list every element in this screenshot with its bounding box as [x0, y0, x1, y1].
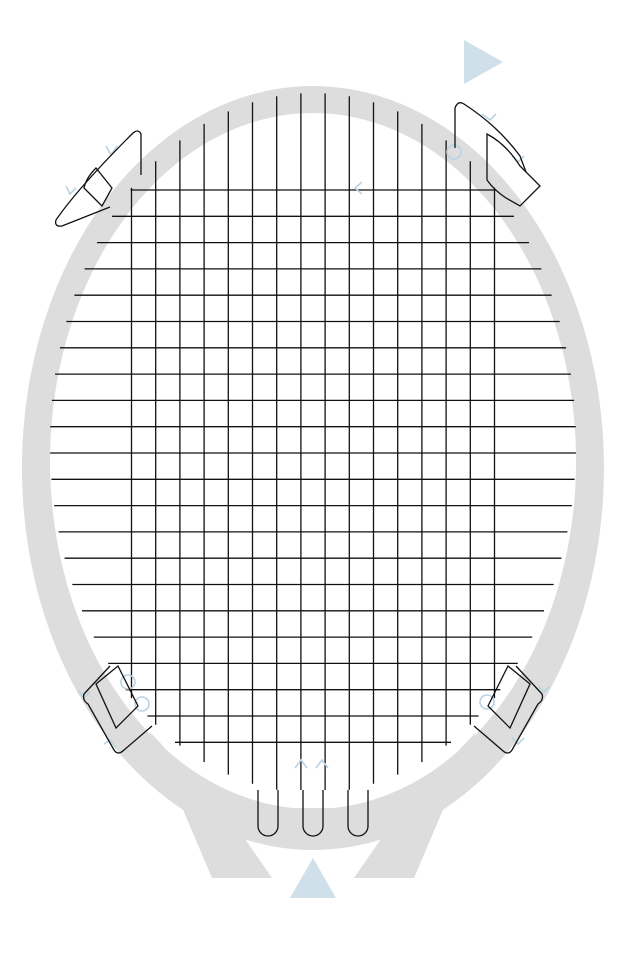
markers [65, 40, 551, 898]
direction-chevron-icon [65, 185, 77, 196]
head-frame [21, 86, 604, 850]
throat-loop [302, 790, 324, 837]
tie-off-knot-icon [479, 694, 495, 710]
direction-chevron-icon [103, 738, 117, 749]
tie-off-knot-icon [120, 674, 136, 690]
racquet-frame [21, 86, 604, 878]
start-arrow-top-icon [464, 40, 503, 84]
corner-loops [54, 102, 544, 754]
loop-bottom-right-inner [487, 664, 531, 730]
direction-chevron-icon [315, 758, 329, 769]
direction-chevron-icon [511, 737, 525, 746]
loop-bottom-left-outer [82, 665, 153, 754]
string-bed [50, 93, 576, 837]
loop-top-right-outer [454, 102, 527, 173]
direction-chevron-icon [481, 113, 497, 122]
throat-bridge [232, 808, 394, 828]
loop-top-left-inner [83, 167, 113, 208]
throat-loop [347, 790, 369, 837]
loop-top-right-inner [486, 132, 541, 207]
tie-off-knot-icon [446, 144, 462, 160]
loop-bottom-left-inner [95, 664, 139, 730]
direction-chevron-icon [353, 181, 363, 195]
start-arrow-bottom-icon [290, 858, 336, 898]
tie-off-knot-icon [134, 696, 150, 712]
direction-chevron-icon [294, 758, 308, 769]
direction-chevron-icon [537, 685, 551, 694]
loop-bottom-right-outer [473, 665, 544, 754]
throat-loop [257, 790, 279, 837]
